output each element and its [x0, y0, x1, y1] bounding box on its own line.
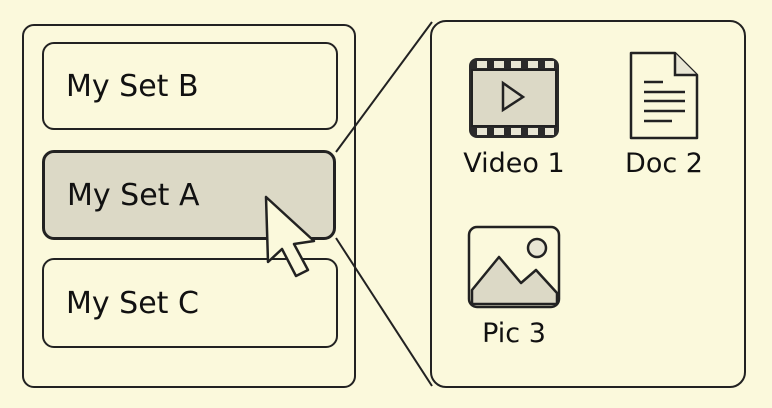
- set-list-panel: [22, 24, 356, 388]
- set-item-label: My Set A: [67, 177, 200, 213]
- image-icon: [467, 225, 561, 309]
- document-icon: [629, 51, 699, 140]
- set-item-b[interactable]: My Set B: [42, 42, 338, 130]
- file-label-doc: Doc 2: [625, 148, 703, 179]
- file-label-pic: Pic 3: [482, 318, 546, 349]
- video-icon: [469, 58, 559, 138]
- set-item-c[interactable]: My Set C: [42, 258, 338, 348]
- set-item-label: My Set B: [66, 68, 199, 104]
- set-item-label: My Set C: [66, 285, 199, 321]
- set-contents-panel: [430, 20, 746, 388]
- file-label-video: Video 1: [463, 148, 565, 179]
- cursor-icon: [264, 195, 316, 278]
